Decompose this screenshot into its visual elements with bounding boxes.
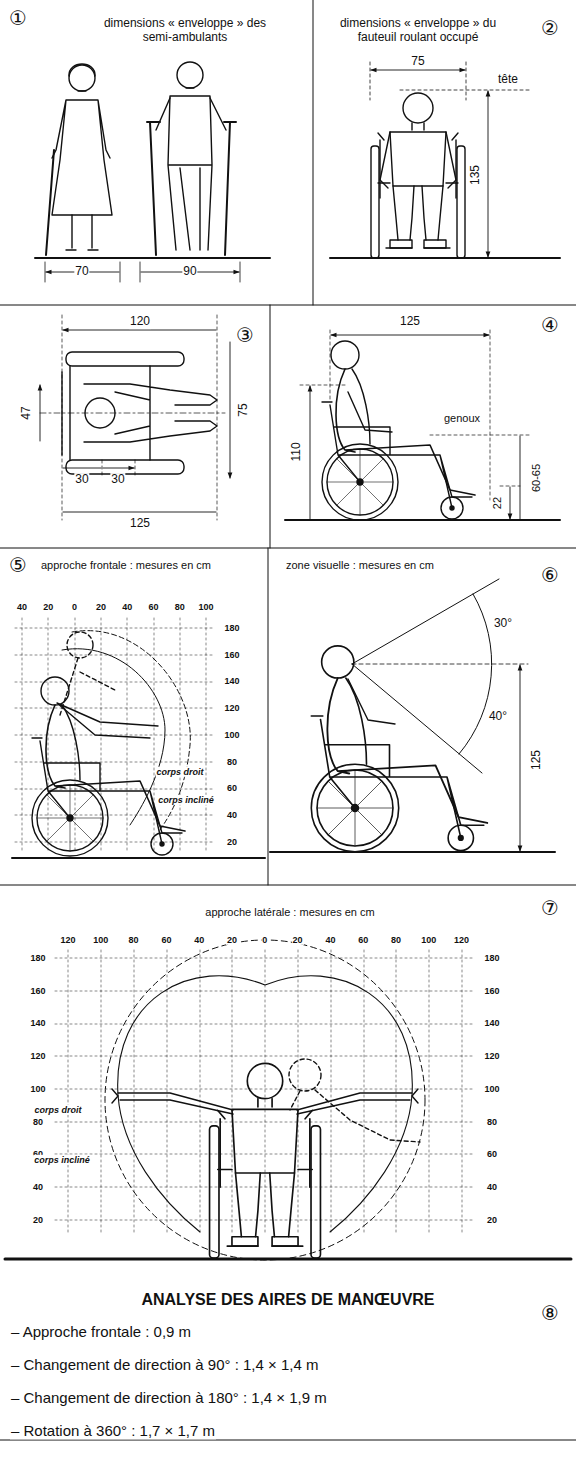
dimension-label: 125 bbox=[530, 749, 544, 771]
dimension-label: 120 bbox=[59, 935, 76, 945]
dimension-label: 80 bbox=[32, 1116, 44, 1126]
dimension-label: 40 bbox=[486, 1182, 498, 1192]
dimension-label: 140 bbox=[483, 1018, 500, 1028]
dimension-label: 75 bbox=[237, 402, 251, 417]
dimension-label: 180 bbox=[483, 953, 500, 963]
caption-label: zone visuelle : mesures en cm bbox=[285, 559, 435, 572]
caption-label: corps droit bbox=[33, 1105, 82, 1115]
dimension-label: 20 bbox=[292, 935, 304, 945]
caption-label: dimensions « enveloppe » du fauteuil rou… bbox=[327, 17, 509, 45]
dimension-label: 180 bbox=[29, 953, 46, 963]
dimension-label: 80 bbox=[128, 935, 140, 945]
callout-number: ① bbox=[8, 7, 28, 30]
dimension-label: 125 bbox=[399, 315, 421, 329]
dimension-label: 80 bbox=[486, 1116, 498, 1126]
callout-number: ⑧ bbox=[540, 1302, 560, 1325]
dimension-label: 120 bbox=[483, 1051, 500, 1061]
dimension-label: 30° bbox=[493, 617, 513, 631]
dimension-label: 60 bbox=[147, 602, 159, 612]
caption-label: corps incliné bbox=[33, 1155, 91, 1165]
dimension-label: 40° bbox=[488, 710, 508, 724]
dimension-label: 40 bbox=[226, 810, 238, 820]
dimension-label: 80 bbox=[390, 935, 402, 945]
dimension-label: 60 bbox=[357, 935, 369, 945]
note-line: – Changement de direction à 180° : 1,4 ×… bbox=[10, 1389, 328, 1406]
dimension-label: 110 bbox=[290, 441, 304, 462]
dimension-label: 120 bbox=[129, 315, 151, 329]
dimension-label: 40 bbox=[121, 602, 133, 612]
callout-number: ⑤ bbox=[8, 554, 28, 577]
dimension-label: 90 bbox=[182, 265, 197, 279]
dimension-label: 20 bbox=[226, 935, 238, 945]
dimension-label: 22 bbox=[491, 496, 504, 510]
dimension-label: 160 bbox=[483, 986, 500, 996]
dimension-label: 160 bbox=[223, 650, 240, 660]
dimension-label: 100 bbox=[92, 935, 109, 945]
dimension-label: 30 bbox=[110, 473, 125, 487]
dimension-label: 60 bbox=[486, 1149, 498, 1159]
dimension-label: 140 bbox=[29, 1018, 46, 1028]
dimension-label: 120 bbox=[29, 1051, 46, 1061]
dimension-label: 100 bbox=[198, 602, 215, 612]
dimension-label: 125 bbox=[129, 517, 151, 531]
dimension-label: 80 bbox=[174, 602, 186, 612]
dimension-label: 70 bbox=[74, 265, 89, 279]
caption-label: approche frontale : mesures en cm bbox=[40, 559, 212, 572]
dimension-label: 60 bbox=[160, 935, 172, 945]
note-line: – Changement de direction à 90° : 1,4 × … bbox=[10, 1356, 319, 1373]
dimension-label: 100 bbox=[223, 730, 240, 740]
dimension-label: 60 bbox=[226, 783, 238, 793]
dimension-label: 40 bbox=[32, 1182, 44, 1192]
dimension-label: 180 bbox=[223, 623, 240, 633]
dimension-label: 100 bbox=[483, 1084, 500, 1094]
callout-number: ④ bbox=[540, 314, 560, 337]
dimension-label: 30 bbox=[74, 473, 89, 487]
dimension-label: 20 bbox=[32, 1214, 44, 1224]
dimension-label: 47 bbox=[20, 405, 34, 420]
dimension-label: 20 bbox=[226, 836, 238, 846]
dimension-label: 20 bbox=[95, 602, 107, 612]
dimension-label: 60-65 bbox=[530, 463, 543, 493]
caption-label: dimensions « enveloppe » des semi-ambula… bbox=[97, 17, 274, 45]
dimension-label: 120 bbox=[223, 703, 240, 713]
dimension-label: 120 bbox=[453, 935, 470, 945]
dimension-label: 75 bbox=[410, 55, 425, 69]
caption-label: corps droit bbox=[155, 767, 204, 777]
dimension-label: 100 bbox=[29, 1084, 46, 1094]
callout-number: ⑦ bbox=[540, 897, 560, 920]
section-title: ANALYSE DES AIRES DE MANŒUVRE bbox=[140, 1291, 435, 1309]
caption-label: corps incliné bbox=[157, 795, 215, 805]
dimension-label: 140 bbox=[223, 676, 240, 686]
dimension-label: 80 bbox=[226, 756, 238, 766]
dimension-label: 160 bbox=[29, 986, 46, 996]
callout-number: ⑥ bbox=[540, 564, 560, 587]
caption-label: tête bbox=[497, 73, 519, 87]
callout-number: ③ bbox=[235, 324, 255, 347]
note-line: – Rotation à 360° : 1,7 × 1,7 m bbox=[10, 1422, 216, 1439]
dimension-label: 135 bbox=[469, 164, 483, 186]
caption-label: approche latérale : mesures en cm bbox=[204, 906, 375, 919]
dimension-label: 40 bbox=[324, 935, 336, 945]
dimension-label: 40 bbox=[16, 602, 28, 612]
callout-number: ② bbox=[540, 17, 560, 40]
dimension-label: 100 bbox=[420, 935, 437, 945]
dimension-label: 20 bbox=[486, 1214, 498, 1224]
caption-label: genoux bbox=[443, 412, 481, 425]
note-line: – Approche frontale : 0,9 m bbox=[10, 1323, 192, 1340]
dimension-label: 40 bbox=[193, 935, 205, 945]
dimension-label: 0 bbox=[261, 935, 268, 945]
dimension-label: 0 bbox=[71, 602, 78, 612]
dimension-label: 20 bbox=[42, 602, 54, 612]
